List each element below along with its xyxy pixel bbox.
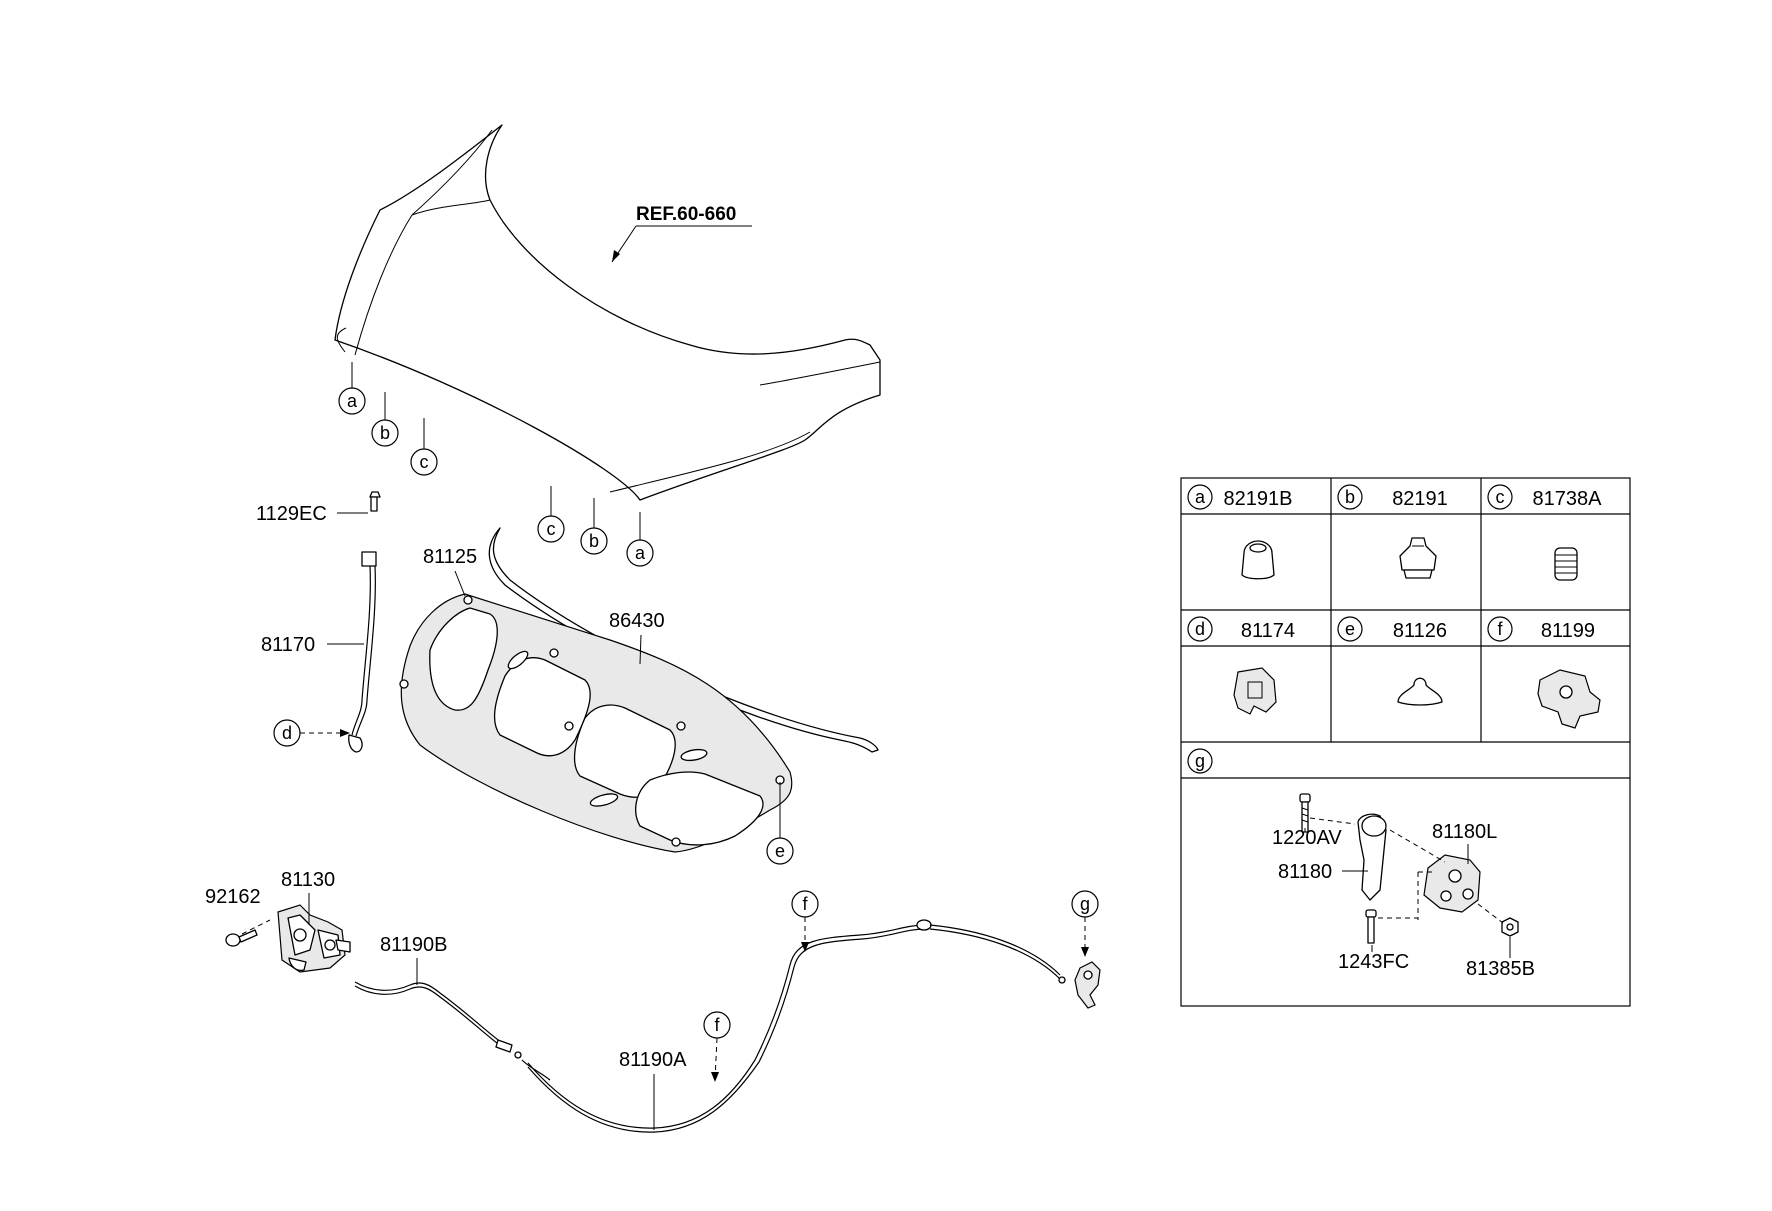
bumper-82191-icon <box>1399 537 1437 579</box>
hood-insulator <box>399 593 793 853</box>
nut-81385B <box>1501 917 1519 937</box>
release-handle <box>1074 961 1101 1009</box>
legend-cell-d: d 81174 <box>1187 616 1295 642</box>
insulator-callout-e: e <box>766 782 794 865</box>
svg-text:f: f <box>714 1015 720 1035</box>
latch-lever-81180 <box>1357 813 1387 901</box>
reference-text: REF.60-660 <box>636 204 736 225</box>
svg-text:c: c <box>547 519 556 539</box>
svg-text:81126: 81126 <box>1393 620 1447 642</box>
legend-cell-f: f 81199 <box>1487 616 1595 642</box>
label-1129EC: 1129EC <box>256 503 368 525</box>
svg-text:d: d <box>282 723 292 743</box>
label-81170: 81170 <box>261 634 364 656</box>
release-cable-81190A <box>527 919 1066 1133</box>
svg-text:1243FC: 1243FC <box>1338 951 1409 973</box>
release-cable-81190B <box>354 981 551 1081</box>
hood-callout-a-right: a <box>626 512 654 567</box>
rod-callout-d: d <box>273 719 350 747</box>
svg-text:f: f <box>802 894 808 914</box>
svg-text:92162: 92162 <box>205 886 261 908</box>
label-81125: 81125 <box>423 546 477 597</box>
reference-label: REF.60-660 <box>611 204 752 263</box>
svg-text:e: e <box>1345 619 1355 639</box>
label-92162: 92162 <box>205 886 271 935</box>
svg-text:81190A: 81190A <box>619 1049 687 1071</box>
svg-text:g: g <box>1080 894 1090 914</box>
stopper-81738A-icon <box>1554 547 1578 581</box>
svg-text:81170: 81170 <box>261 634 315 656</box>
svg-text:c: c <box>1496 487 1505 507</box>
hood-panel <box>334 124 881 501</box>
svg-text:c: c <box>420 452 429 472</box>
legend-cell-e: e 81126 <box>1337 616 1447 642</box>
label-86430: 86430 <box>609 610 665 665</box>
svg-text:a: a <box>635 543 646 563</box>
hood-callout-c-right: c <box>537 486 565 543</box>
legend-cell-a: a 82191B <box>1187 484 1293 510</box>
legend-cell-c: c 81738A <box>1487 484 1603 510</box>
svg-text:a: a <box>347 391 358 411</box>
label-81190A: 81190A <box>619 1049 687 1130</box>
bolt-92162 <box>225 929 258 947</box>
clip-81174-icon <box>1233 667 1277 715</box>
legend-cell-g: g <box>1187 748 1213 774</box>
legend-cell-b: b 82191 <box>1337 484 1448 510</box>
hood-callout-c-left: c <box>410 418 438 476</box>
svg-text:86430: 86430 <box>609 610 665 632</box>
svg-text:81174: 81174 <box>1241 620 1295 642</box>
bolt-1243FC <box>1365 909 1377 944</box>
svg-text:81385B: 81385B <box>1466 958 1535 980</box>
svg-text:81125: 81125 <box>423 546 477 568</box>
svg-text:81180: 81180 <box>1278 861 1332 883</box>
svg-text:81199: 81199 <box>1541 620 1595 642</box>
svg-text:81190B: 81190B <box>380 934 447 956</box>
svg-text:81130: 81130 <box>281 869 335 891</box>
svg-text:a: a <box>1195 487 1206 507</box>
svg-text:d: d <box>1195 619 1205 639</box>
hood-callout-a-left: a <box>338 362 366 415</box>
latch-assembly-81180L <box>1423 854 1481 913</box>
svg-text:f: f <box>1497 619 1503 639</box>
label-81180: 81180 <box>1278 861 1368 883</box>
hood-stay-rod <box>348 491 381 753</box>
cable-callout-f-lower: f <box>703 1011 731 1082</box>
svg-text:1129EC: 1129EC <box>256 503 327 525</box>
label-81180L: 81180L <box>1432 821 1497 864</box>
label-81130: 81130 <box>281 869 335 925</box>
label-1243FC: 1243FC <box>1338 945 1409 973</box>
svg-text:b: b <box>1345 487 1355 507</box>
hood-callout-b-right: b <box>580 498 608 555</box>
clip-81126-icon <box>1397 677 1443 706</box>
label-81190B: 81190B <box>380 934 447 985</box>
svg-text:82191B: 82191B <box>1224 488 1293 510</box>
svg-text:81738A: 81738A <box>1533 488 1603 510</box>
svg-text:1220AV: 1220AV <box>1272 827 1342 849</box>
svg-text:b: b <box>380 423 390 443</box>
g-assembly-guides <box>1309 817 1504 924</box>
legend-table: a 82191B b 82191 c 81738A d 81174 e 8112… <box>1180 477 1631 1007</box>
hood-seal-strip <box>488 527 879 753</box>
bumper-82191B-icon <box>1241 540 1275 580</box>
svg-text:82191: 82191 <box>1392 488 1448 510</box>
label-81385B: 81385B <box>1466 937 1535 980</box>
svg-text:81180L: 81180L <box>1432 821 1497 843</box>
svg-text:e: e <box>775 841 785 861</box>
hood-latch <box>277 904 351 973</box>
svg-text:b: b <box>589 531 599 551</box>
latch-callout-g: g <box>1071 890 1099 957</box>
svg-text:g: g <box>1195 751 1205 771</box>
label-1220AV: 1220AV <box>1272 827 1342 849</box>
clip-81199-icon <box>1537 669 1601 729</box>
cable-callout-f-upper: f <box>791 890 819 952</box>
hood-callout-b-left: b <box>371 392 399 447</box>
